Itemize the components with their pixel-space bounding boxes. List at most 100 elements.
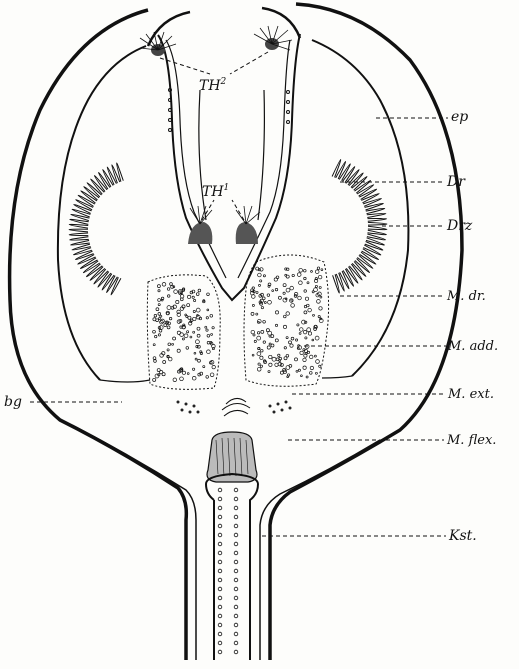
- stalk-dot: [234, 632, 238, 636]
- muscle-dot: [291, 299, 293, 301]
- muscle-dot: [158, 290, 160, 292]
- muscle-dot: [299, 281, 303, 285]
- muscle-dot: [252, 304, 254, 306]
- muscle-dot: [205, 326, 207, 328]
- stalk-dot: [218, 497, 222, 501]
- muscle-dot: [167, 288, 170, 291]
- gland-chamber-left: [58, 46, 150, 382]
- muscle-dot: [258, 363, 260, 365]
- muscle-dot: [261, 349, 264, 352]
- stalk-dot: [218, 578, 222, 582]
- muscle-dot: [278, 363, 281, 366]
- muscle-dot: [303, 330, 307, 334]
- muscle-adductor-left: [147, 275, 220, 389]
- label-m-flex: M. flex.: [446, 433, 496, 448]
- muscle-dot: [275, 363, 278, 366]
- muscle-dot: [298, 296, 302, 300]
- label-dr: Dr: [446, 174, 466, 190]
- muscle-stipple: [153, 267, 324, 382]
- muscle-dot: [283, 315, 286, 318]
- muscle-dot: [159, 329, 162, 332]
- muscle-dot: [319, 286, 321, 288]
- muscle-dot: [195, 340, 199, 344]
- muscle-dot: [304, 290, 307, 293]
- muscle-dot: [206, 317, 208, 319]
- muscle-dot: [286, 337, 288, 339]
- muscle-dot: [256, 313, 258, 315]
- gland-cell: [117, 163, 124, 182]
- outer-body-wall: [10, 4, 462, 660]
- muscle-dot: [207, 293, 210, 296]
- muscle-dot: [268, 331, 272, 335]
- muscle-dot: [305, 337, 307, 339]
- muscle-dot: [276, 276, 279, 279]
- muscle-dot: [309, 372, 312, 375]
- label-m-add: M. add.: [447, 339, 498, 354]
- muscle-dot: [193, 331, 195, 333]
- stalk-dot: [234, 578, 238, 582]
- muscle-dot: [187, 295, 190, 298]
- muscle-dot: [253, 334, 255, 336]
- muscle-dot: [154, 314, 157, 317]
- muscle-dot: [307, 328, 311, 332]
- muscle-dot: [295, 339, 297, 341]
- muscle-dot: [305, 352, 307, 354]
- gland-cells: [69, 159, 387, 294]
- muscle-dot: [160, 315, 162, 317]
- muscle-dot: [285, 268, 287, 270]
- muscle-dot: [187, 304, 190, 307]
- muscle-dot: [320, 296, 322, 298]
- muscle-dot: [283, 292, 285, 294]
- muscle-dot: [192, 368, 194, 370]
- stalk-dot: [234, 542, 238, 546]
- stalk-dot: [218, 605, 222, 609]
- muscle-dot: [315, 372, 317, 374]
- muscle-dot: [283, 325, 286, 328]
- stalk-dot: [218, 632, 222, 636]
- gland-cell: [367, 213, 386, 217]
- gland-cell: [70, 237, 89, 240]
- stalk-dot: [234, 506, 238, 510]
- muscle-dot: [258, 273, 262, 277]
- label-drz: Drz: [446, 218, 473, 234]
- muscle-dot: [286, 288, 290, 292]
- muscle-dot: [269, 343, 271, 345]
- muscle-dot: [156, 319, 159, 322]
- muscle-dot: [315, 270, 319, 274]
- muscle-dot: [182, 338, 184, 340]
- muscle-dot: [198, 289, 201, 292]
- muscle-dot: [154, 335, 156, 337]
- muscle-dot: [315, 336, 319, 340]
- muscle-dot: [290, 344, 293, 347]
- muscle-dot: [188, 316, 191, 319]
- muscle-dot: [187, 373, 189, 375]
- muscle-dot: [182, 371, 185, 374]
- muscle-dot: [168, 343, 171, 346]
- muscle-dot: [207, 309, 209, 311]
- muscle-dot: [256, 291, 258, 293]
- muscle-dot: [163, 360, 166, 363]
- muscle-dot: [284, 347, 286, 349]
- muscle-dot: [158, 299, 161, 302]
- gland-cell: [332, 159, 341, 177]
- muscle-dot: [267, 346, 270, 349]
- muscle-dot: [297, 324, 299, 326]
- gland-cell: [368, 222, 387, 225]
- stalk: [206, 432, 258, 660]
- muscle-dot: [272, 290, 274, 292]
- muscle-dot: [314, 355, 316, 357]
- muscle-dot: [180, 377, 184, 381]
- stalk-dot: [234, 524, 238, 528]
- stalk-dot: [218, 623, 222, 627]
- muscle-dot: [268, 370, 270, 372]
- muscle-dot: [158, 313, 161, 316]
- muscle-dot: [304, 305, 306, 307]
- muscle-dot: [169, 317, 172, 320]
- muscle-dot: [318, 275, 322, 279]
- muscle-dot: [263, 341, 265, 343]
- label-kst: Kst.: [448, 528, 477, 544]
- muscle-dot: [158, 334, 160, 336]
- muscle-dot: [304, 277, 307, 280]
- muscle-dot: [167, 349, 169, 351]
